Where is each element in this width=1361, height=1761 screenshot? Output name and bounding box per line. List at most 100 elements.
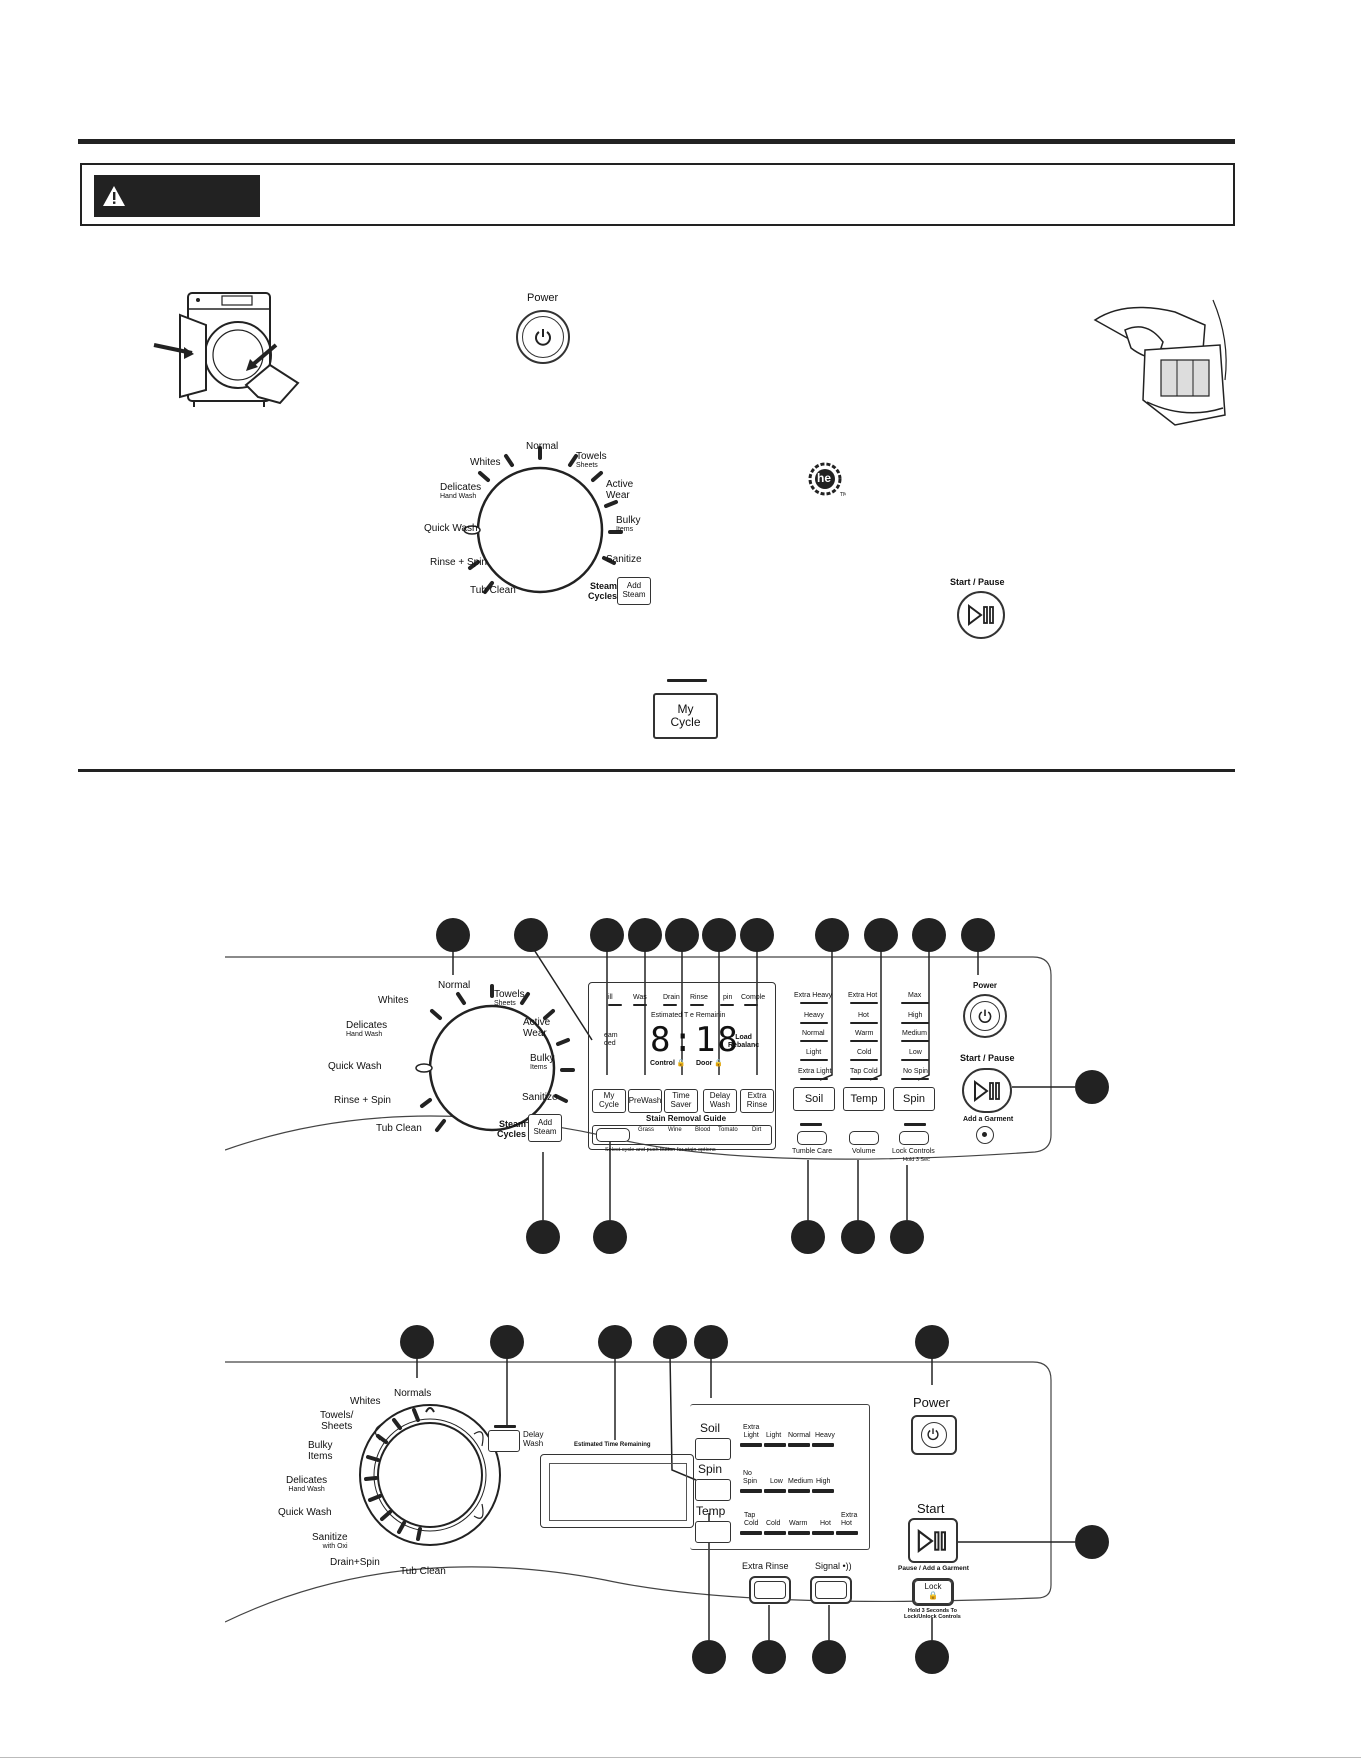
extra-rinse-button[interactable]: Extra Rinse xyxy=(740,1089,774,1113)
top-add-steam-button[interactable]: Add Steam xyxy=(617,577,651,605)
callout-marker xyxy=(694,1325,728,1359)
top-my-cycle-button[interactable]: My Cycle xyxy=(653,693,718,739)
callout-marker xyxy=(436,918,470,952)
time-saver-button[interactable]: Time Saver xyxy=(664,1089,698,1113)
panel2-dial-whites: Whites xyxy=(350,1396,381,1407)
top-power-label: Power xyxy=(527,292,559,304)
panel1-load-rebalance: Load Rebalanc xyxy=(728,1034,760,1049)
play-pause-icon xyxy=(968,604,994,626)
stain-select-button[interactable] xyxy=(596,1128,630,1142)
prewash-button[interactable]: PreWash xyxy=(628,1089,662,1113)
panel1-add-steam-button[interactable]: Add Steam xyxy=(528,1114,562,1142)
top-start-pause-label: Start / Pause xyxy=(950,577,1005,587)
status-wash: Was xyxy=(633,994,647,1001)
stain-blood: Blood xyxy=(695,1127,711,1133)
panel1-power-label: Power xyxy=(973,981,998,990)
callout-marker xyxy=(400,1325,434,1359)
volume-label: Volume xyxy=(852,1148,876,1155)
top-dial-steam-cycles: Steam Cycles xyxy=(588,581,618,601)
tumble-care-button[interactable] xyxy=(797,1131,827,1145)
panel2-est-time-label: Estimated Time Remaining xyxy=(574,1442,651,1448)
panel2-dial-drain-spin: Drain+Spin xyxy=(330,1557,380,1568)
panel2-power-label: Power xyxy=(913,1395,950,1410)
panel1-cycle-dial[interactable] xyxy=(372,980,612,1170)
panel2-spin-button[interactable] xyxy=(695,1479,731,1501)
volume-button[interactable] xyxy=(849,1131,879,1145)
callout-marker xyxy=(915,1640,949,1674)
panel2-dial-quick-wash: Quick Wash xyxy=(278,1507,332,1518)
lock-hold-label: Hold 3 Sec xyxy=(903,1157,930,1163)
callout-marker xyxy=(864,918,898,952)
detergent-drawer-illustration xyxy=(1093,299,1227,426)
status-drain: Drain xyxy=(663,994,680,1001)
callout-marker xyxy=(752,1640,786,1674)
panel2-temp-label: Temp xyxy=(696,1504,726,1518)
panel2-dial-towels: Towels/ Sheets xyxy=(320,1410,354,1432)
power-icon xyxy=(978,1009,992,1023)
load-washer-illustration xyxy=(153,292,300,407)
stain-dirt: Dirt xyxy=(752,1127,762,1133)
top-cycle-dial[interactable] xyxy=(420,440,660,630)
my-cycle-button[interactable]: My Cycle xyxy=(592,1089,626,1113)
callout-marker xyxy=(1075,1525,1109,1559)
panel1-dial-whites: Whites xyxy=(378,995,409,1006)
warning-badge xyxy=(94,175,260,217)
tumble-care-label: Tumble Care xyxy=(792,1148,833,1155)
callout-marker xyxy=(841,1220,875,1254)
panel1-est-time-label: Estimated T e Remainin xyxy=(651,1012,726,1019)
spin-button[interactable]: Spin xyxy=(893,1087,935,1111)
callout-marker xyxy=(702,918,736,952)
bottom-rule xyxy=(0,1757,1361,1758)
top-start-pause-button[interactable] xyxy=(957,591,1005,639)
panel1-dial-steam-cycles: Steam Cycles xyxy=(497,1119,527,1139)
panel1-start-pause-button[interactable] xyxy=(962,1068,1012,1113)
callout-marker xyxy=(815,918,849,952)
panel2-soil-label: Soil xyxy=(700,1421,721,1435)
top-dial-rinse-spin: Rinse + Spin xyxy=(430,557,487,568)
panel1-dial-rinse-spin: Rinse + Spin xyxy=(334,1095,391,1106)
panel1-door-lock: Door 🔒 xyxy=(696,1060,724,1067)
svg-text:TM: TM xyxy=(839,492,846,498)
status-complete: Comple xyxy=(741,994,766,1001)
panel2-start-label: Start xyxy=(917,1501,945,1516)
panel2-lock-button[interactable]: Lock 🔒 xyxy=(912,1578,954,1606)
delay-wash-button[interactable]: Delay Wash xyxy=(703,1089,737,1113)
stain-tomato: Tomato xyxy=(718,1127,738,1133)
callout-marker xyxy=(692,1640,726,1674)
panel2-start-button[interactable] xyxy=(908,1518,958,1563)
top-dial-tub-clean: Tub Clean xyxy=(470,585,516,596)
he-logo: TM he xyxy=(808,462,847,500)
panel2-cycle-dial[interactable] xyxy=(340,1390,510,1560)
callout-marker xyxy=(590,918,624,952)
callout-marker xyxy=(593,1220,627,1254)
panel2-temp-button[interactable] xyxy=(695,1521,731,1543)
panel2-signal-button[interactable] xyxy=(810,1576,852,1604)
top-dial-whites: Whites xyxy=(470,457,501,468)
add-garment-label: Add a Garment xyxy=(963,1116,1014,1123)
temp-button[interactable]: Temp xyxy=(843,1087,885,1111)
warning-triangle-icon xyxy=(103,186,125,206)
warning-box xyxy=(80,163,1235,226)
top-dial-normal: Normal xyxy=(526,441,559,452)
panel2-soil-button[interactable] xyxy=(695,1438,731,1460)
panel2-power-button[interactable] xyxy=(911,1415,957,1455)
top-power-button[interactable] xyxy=(516,310,570,364)
lock-controls-button[interactable] xyxy=(899,1131,929,1145)
panel2-delay-wash-button[interactable] xyxy=(488,1430,520,1452)
callout-marker xyxy=(653,1325,687,1359)
panel2-extra-rinse-button[interactable] xyxy=(749,1576,791,1604)
callout-marker xyxy=(598,1325,632,1359)
callout-marker xyxy=(812,1640,846,1674)
lock-controls-label: Lock Controls xyxy=(892,1148,935,1155)
panel1-power-button[interactable] xyxy=(963,994,1007,1038)
stain-grass: Grass xyxy=(638,1127,655,1133)
soil-button[interactable]: Soil xyxy=(793,1087,835,1111)
